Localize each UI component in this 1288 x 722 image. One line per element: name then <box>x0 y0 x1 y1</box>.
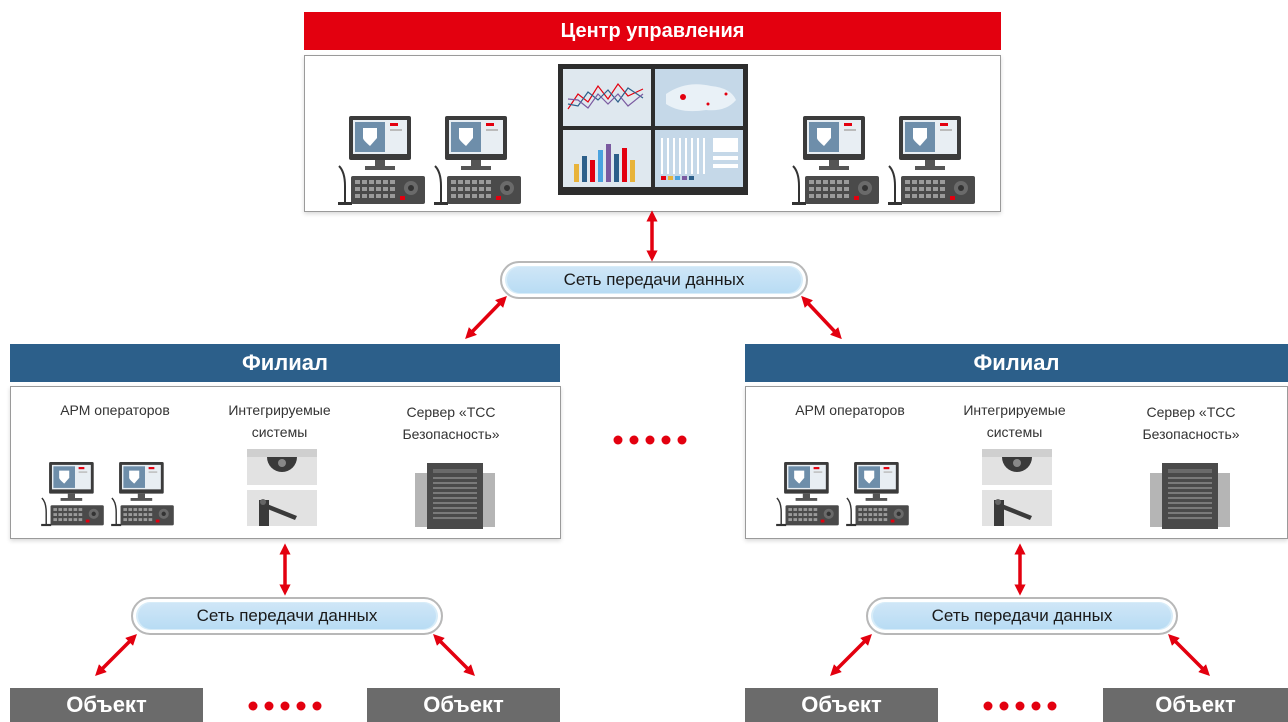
network-pill-main: Сеть передачи данных <box>500 261 808 299</box>
server-label: Сервер «ТСС Безопасность» <box>1142 404 1240 442</box>
double-arrow-icon <box>830 634 872 676</box>
branch-panel: АРМ операторов Интегрируемые системы Сер… <box>10 386 561 539</box>
integrated-systems-label: Интегрируемые системы <box>228 402 331 440</box>
double-arrow-icon <box>801 295 842 340</box>
dome-camera-icon <box>982 449 1052 485</box>
workstation-icon <box>887 115 976 206</box>
ellipsis-dots-icon <box>983 701 1057 711</box>
object-box: Объект <box>10 688 203 722</box>
integrated-systems-label: Интегрируемые системы <box>963 402 1066 440</box>
ellipsis-dots-icon <box>248 701 322 711</box>
workstation-icon <box>775 461 840 527</box>
workstation-icon <box>433 115 522 206</box>
branch-title: Филиал <box>10 344 560 382</box>
double-arrow-icon <box>95 634 137 676</box>
network-label: Сеть передачи данных <box>563 270 745 289</box>
workstation-icon <box>110 461 175 527</box>
branch-title: Филиал <box>745 344 1288 382</box>
object-box: Объект <box>367 688 560 722</box>
server-icon <box>415 463 495 529</box>
arm-label: АРМ операторов <box>795 402 905 418</box>
arm-label: АРМ операторов <box>60 402 170 418</box>
video-wall-icon <box>558 64 748 195</box>
workstation-icon <box>845 461 910 527</box>
dome-camera-icon <box>247 449 317 485</box>
ellipsis-dots-icon <box>613 435 687 445</box>
control-center-panel <box>304 55 1001 212</box>
network-label: Сеть передачи данных <box>196 606 378 625</box>
control-center-title: Центр управления <box>304 12 1001 50</box>
double-arrow-icon <box>465 295 507 340</box>
double-arrow-icon <box>433 634 475 676</box>
double-arrow-icon <box>1168 634 1210 676</box>
network-pill-branch: Сеть передачи данных <box>866 597 1178 635</box>
workstation-icon <box>791 115 880 206</box>
object-box: Объект <box>1103 688 1288 722</box>
barrier-icon <box>247 490 317 526</box>
branch-panel: АРМ операторов Интегрируемые системы Сер… <box>745 386 1288 539</box>
network-pill-branch: Сеть передачи данных <box>131 597 443 635</box>
server-icon <box>1150 463 1230 529</box>
workstation-icon <box>40 461 105 527</box>
network-label: Сеть передачи данных <box>931 606 1113 625</box>
server-label: Сервер «ТСС Безопасность» <box>402 404 500 442</box>
workstation-icon <box>337 115 426 206</box>
object-box: Объект <box>745 688 938 722</box>
barrier-icon <box>982 490 1052 526</box>
